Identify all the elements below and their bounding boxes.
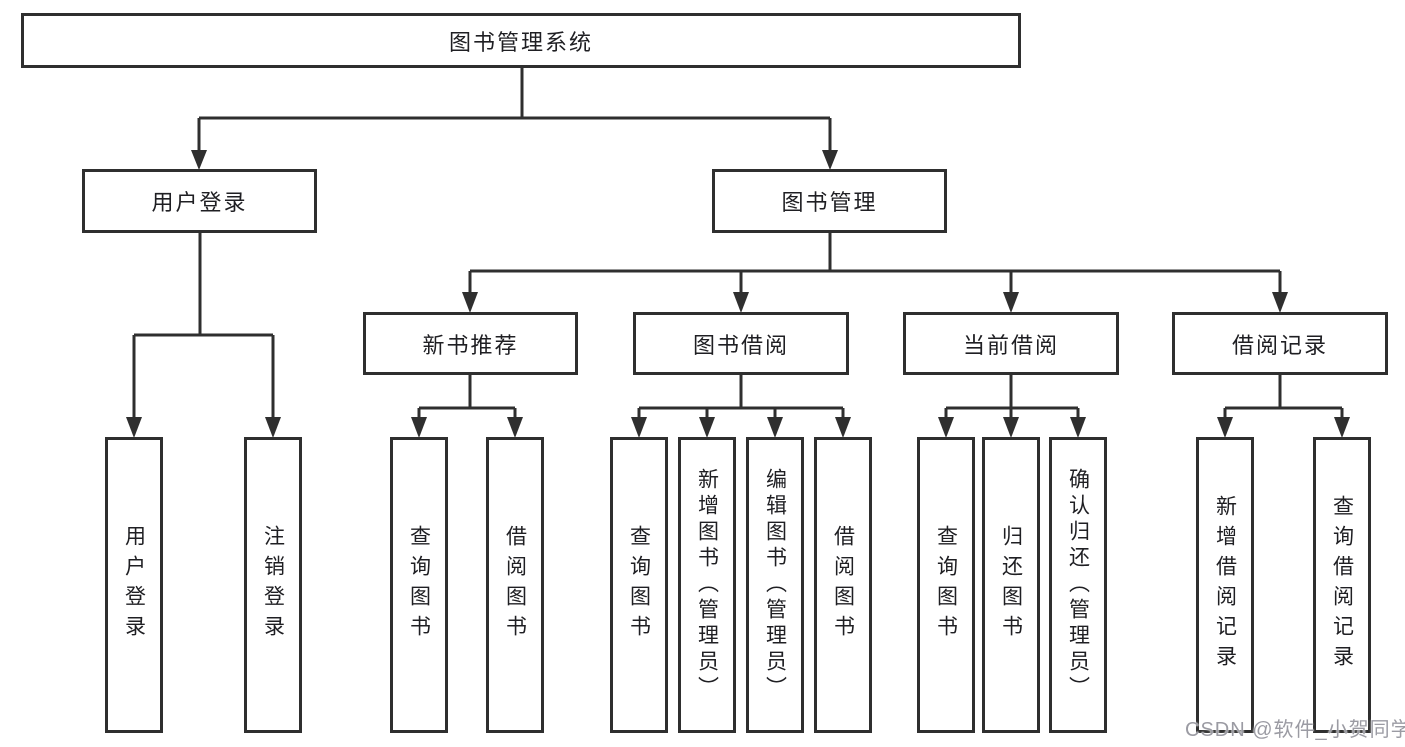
leaf-label: 查询图书 (407, 525, 431, 645)
node-label: 新书推荐 (422, 332, 519, 358)
node-label: 用户登录 (151, 190, 248, 215)
leaf-return-books: 归还图书 (982, 437, 1040, 733)
leaf-label: 编辑图书（管理员） (763, 468, 787, 702)
leaf-user-login: 用户登录 (105, 437, 163, 733)
node-new-book-recommend: 新书推荐 (363, 312, 578, 375)
leaf-label: 注销登录 (261, 525, 285, 645)
leaf-query-borrow-record: 查询借阅记录 (1313, 437, 1371, 733)
leaf-label: 新增图书（管理员） (695, 468, 719, 702)
node-label: 借阅记录 (1231, 332, 1328, 358)
leaf-borrow-books: 借阅图书 (814, 437, 872, 733)
node-label: 图书管理 (781, 190, 878, 215)
node-label: 图书管理系统 (448, 29, 593, 55)
node-book-management: 图书管理 (712, 169, 947, 233)
leaf-borrow-books-recommend: 借阅图书 (486, 437, 544, 733)
leaf-label: 借阅图书 (831, 525, 855, 645)
leaf-label: 查询图书 (627, 525, 651, 645)
leaf-label: 确认归还（管理员） (1066, 468, 1090, 702)
leaf-label: 借阅图书 (503, 525, 527, 645)
node-user-login: 用户登录 (82, 169, 317, 233)
node-borrow-records: 借阅记录 (1172, 312, 1388, 375)
leaf-query-books-current: 查询图书 (917, 437, 975, 733)
leaf-confirm-return-admin: 确认归还（管理员） (1049, 437, 1107, 733)
node-book-borrow: 图书借阅 (633, 312, 849, 375)
node-current-borrow: 当前借阅 (903, 312, 1119, 375)
leaf-logout: 注销登录 (244, 437, 302, 733)
leaf-edit-books-admin: 编辑图书（管理员） (746, 437, 804, 733)
leaf-label: 用户登录 (122, 525, 146, 645)
leaf-label: 新增借阅记录 (1213, 495, 1237, 675)
leaf-query-books-recommend: 查询图书 (390, 437, 448, 733)
node-label: 图书借阅 (692, 332, 789, 358)
node-label: 当前借阅 (962, 332, 1059, 358)
leaf-label: 查询借阅记录 (1330, 495, 1354, 675)
leaf-label: 查询图书 (934, 525, 958, 645)
csdn-watermark: CSDN @软件_小贺同学 (1185, 719, 1405, 741)
leaf-label: 归还图书 (999, 525, 1023, 645)
leaf-add-books-admin: 新增图书（管理员） (678, 437, 736, 733)
node-library-management-system: 图书管理系统 (21, 13, 1021, 68)
arrowheads (126, 150, 1350, 438)
leaf-query-books-borrow: 查询图书 (610, 437, 668, 733)
leaf-add-borrow-record: 新增借阅记录 (1196, 437, 1254, 733)
